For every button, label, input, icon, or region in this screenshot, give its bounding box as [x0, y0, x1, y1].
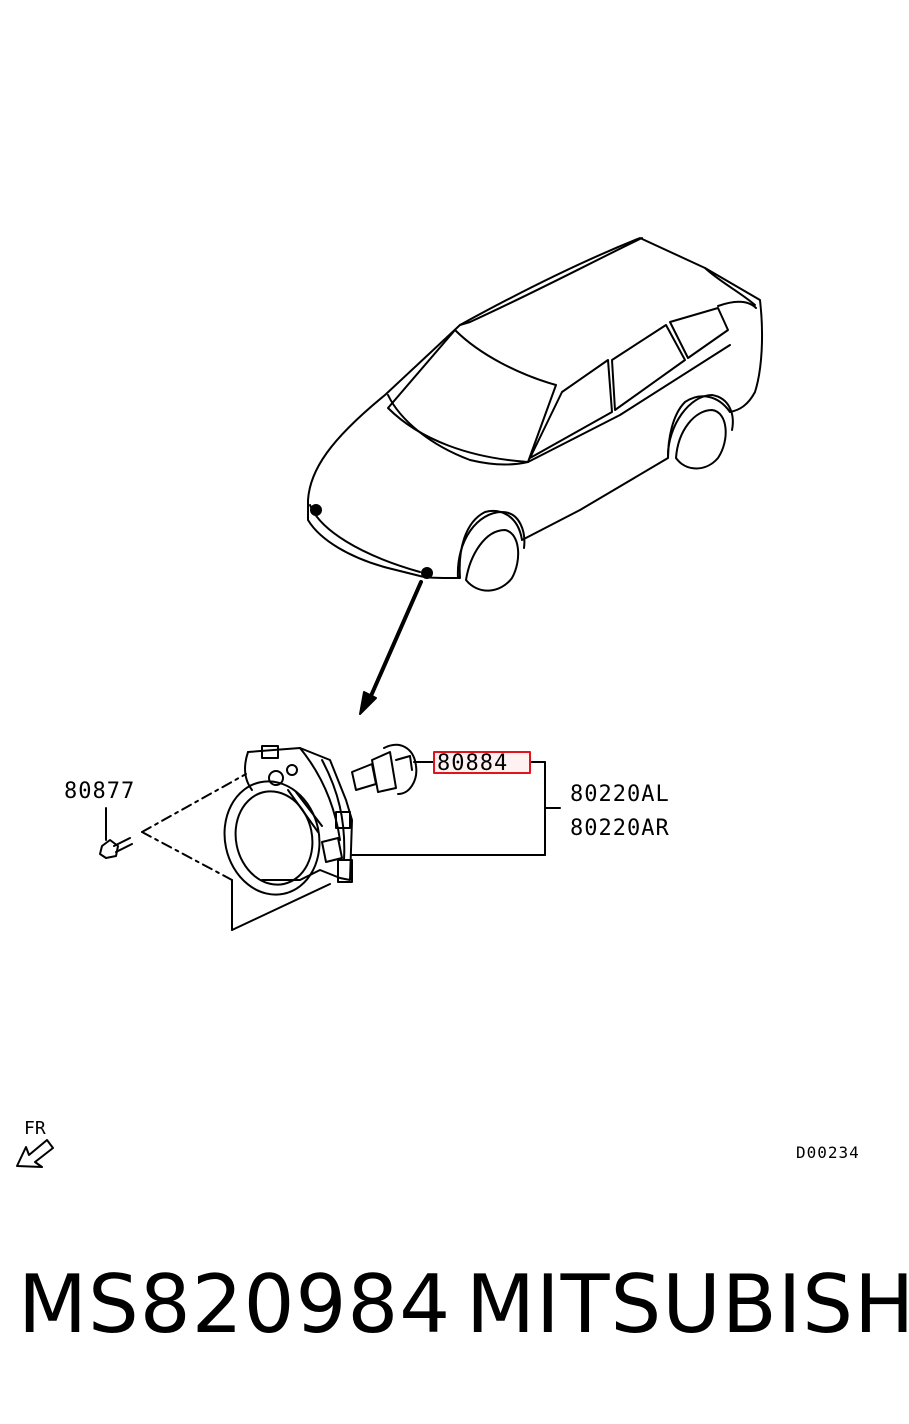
- car-outline: [307, 237, 764, 592]
- detail-arrow: [359, 580, 423, 715]
- callout-lamp-right: 80220AR: [570, 816, 670, 841]
- direction-label: FR: [24, 1118, 46, 1139]
- bolt: [99, 837, 133, 859]
- diagram-code: D00234: [796, 1143, 860, 1162]
- callout-bulb: 80884: [437, 751, 508, 776]
- fog-lamp-left-marker: [310, 504, 322, 516]
- part-number: MS820984: [18, 1258, 452, 1351]
- callout-bolt: 80877: [64, 779, 135, 804]
- bulb-callout-highlight: [433, 751, 531, 774]
- callout-lamp-left: 80220AL: [570, 782, 670, 807]
- fog-lamp-assembly: [223, 745, 353, 896]
- fog-lamp-right-marker: [421, 567, 433, 579]
- leader-lines: [105, 761, 561, 931]
- front-direction-arrow-icon: [16, 1139, 54, 1168]
- bulb: [351, 743, 418, 795]
- brand-name: MITSUBISHI: [466, 1258, 909, 1351]
